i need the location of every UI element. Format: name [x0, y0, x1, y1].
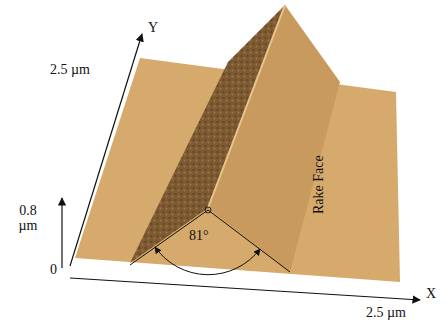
face-label: Rake Face [310, 156, 325, 215]
axis-label: 2.5 µm [366, 305, 406, 320]
axis-label: 0 [50, 262, 57, 277]
angle-leg [130, 210, 290, 272]
rake-face [208, 5, 340, 272]
cutting-edge [208, 5, 285, 208]
axis-label: X [426, 286, 436, 301]
axis-label: Y [148, 20, 158, 35]
axis-label: 0.8 µm [10, 203, 46, 234]
z-axis [61, 198, 62, 268]
x-axis [70, 278, 420, 300]
axis-label: 81° [189, 228, 209, 243]
axis-label: 2.5 µm [50, 62, 90, 77]
angle-arc [155, 247, 260, 275]
